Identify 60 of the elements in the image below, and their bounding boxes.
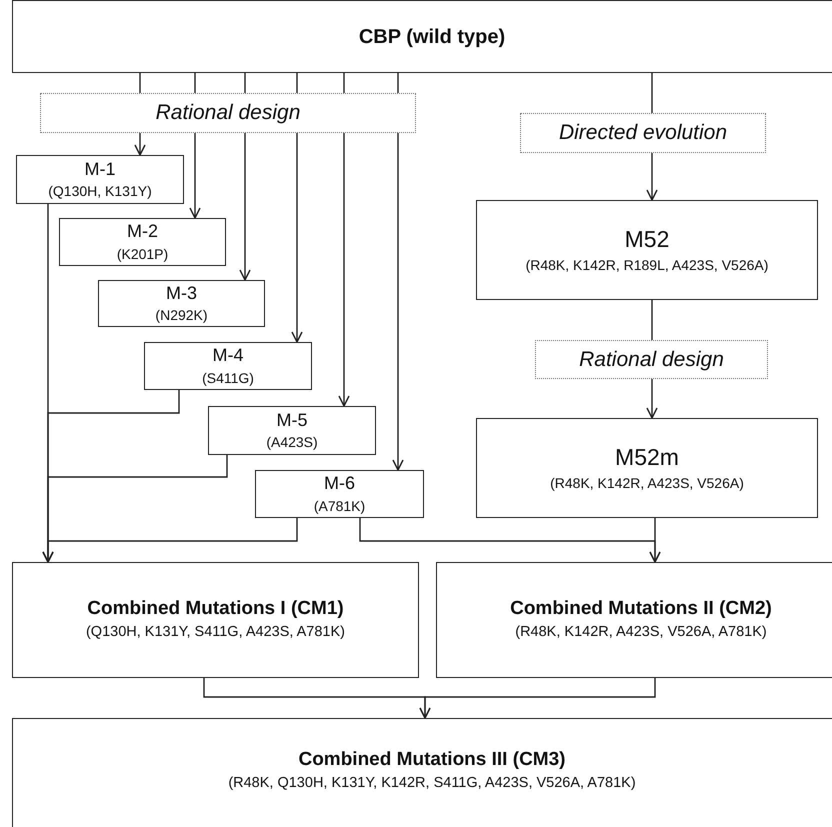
mutation-list: (N292K) — [155, 307, 208, 324]
variant-name: M-6 — [324, 473, 355, 495]
process-box — [255, 470, 424, 518]
variant-name: M-1 — [84, 158, 116, 180]
variant-name: Combined Mutations III (CM3) — [298, 749, 566, 772]
method-box — [40, 93, 416, 133]
variant-name: M52 — [624, 226, 670, 254]
mutation-list: (K201P) — [116, 246, 168, 263]
process-box — [16, 155, 184, 204]
arrow — [646, 153, 658, 201]
variant-name: M52m — [615, 444, 679, 472]
variant-name: CBP (wild type) — [358, 24, 506, 48]
arrow — [338, 133, 350, 407]
arrow — [239, 133, 251, 281]
connector-line — [343, 73, 345, 93]
method-box — [520, 113, 766, 153]
process-box — [12, 718, 832, 827]
variant-name: M-4 — [212, 345, 244, 367]
variant-name: Combined Mutations II (CM2) — [510, 598, 772, 622]
method-label: Rational design — [579, 346, 724, 372]
method-label: Rational design — [156, 100, 300, 126]
variant-name: Combined Mutations I (CM1) — [87, 598, 344, 622]
connector-line — [397, 73, 399, 93]
arrow — [134, 133, 146, 156]
variant-name: M-3 — [166, 282, 197, 304]
connector-line — [651, 73, 653, 113]
mutation-list: (R48K, K142R, R189L, A423S, V526A) — [526, 256, 768, 274]
process-box — [208, 406, 376, 455]
arrow — [392, 133, 404, 471]
mutation-list: (S411G) — [202, 370, 254, 387]
mutation-list: (R48K, K142R, A423S, V526A) — [550, 474, 744, 492]
connector-line — [194, 73, 196, 93]
process-box — [59, 218, 226, 266]
process-box — [476, 418, 818, 518]
process-box — [436, 562, 832, 678]
arrow — [419, 678, 656, 719]
variant-name: M-5 — [276, 410, 308, 432]
mutation-list: (R48K, K142R, A423S, V526A, A781K) — [515, 624, 767, 642]
variant-name: M-2 — [127, 221, 158, 243]
arrow — [189, 133, 201, 219]
arrow — [649, 518, 661, 563]
arrow — [42, 518, 298, 563]
arrow — [646, 379, 658, 419]
process-box — [144, 342, 312, 390]
method-label: Directed evolution — [558, 120, 728, 146]
connector-line — [296, 73, 298, 93]
arrow — [291, 133, 303, 343]
connector-line — [139, 73, 141, 93]
mutation-list: (Q130H, K131Y, S411G, A423S, A781K) — [86, 624, 346, 642]
process-box — [12, 0, 832, 73]
process-box — [12, 562, 419, 678]
mutation-list: (A423S) — [266, 434, 318, 452]
mutation-list: (Q130H, K131Y) — [48, 183, 152, 200]
connector-line — [244, 73, 246, 93]
mutation-list: (A781K) — [314, 498, 366, 515]
process-box — [98, 280, 265, 327]
connector-line — [651, 300, 653, 340]
method-box — [535, 340, 768, 379]
mutation-list: (R48K, Q130H, K131Y, K142R, S411G, A423S, V526A, A781K) — [228, 774, 636, 792]
process-box — [476, 200, 818, 300]
